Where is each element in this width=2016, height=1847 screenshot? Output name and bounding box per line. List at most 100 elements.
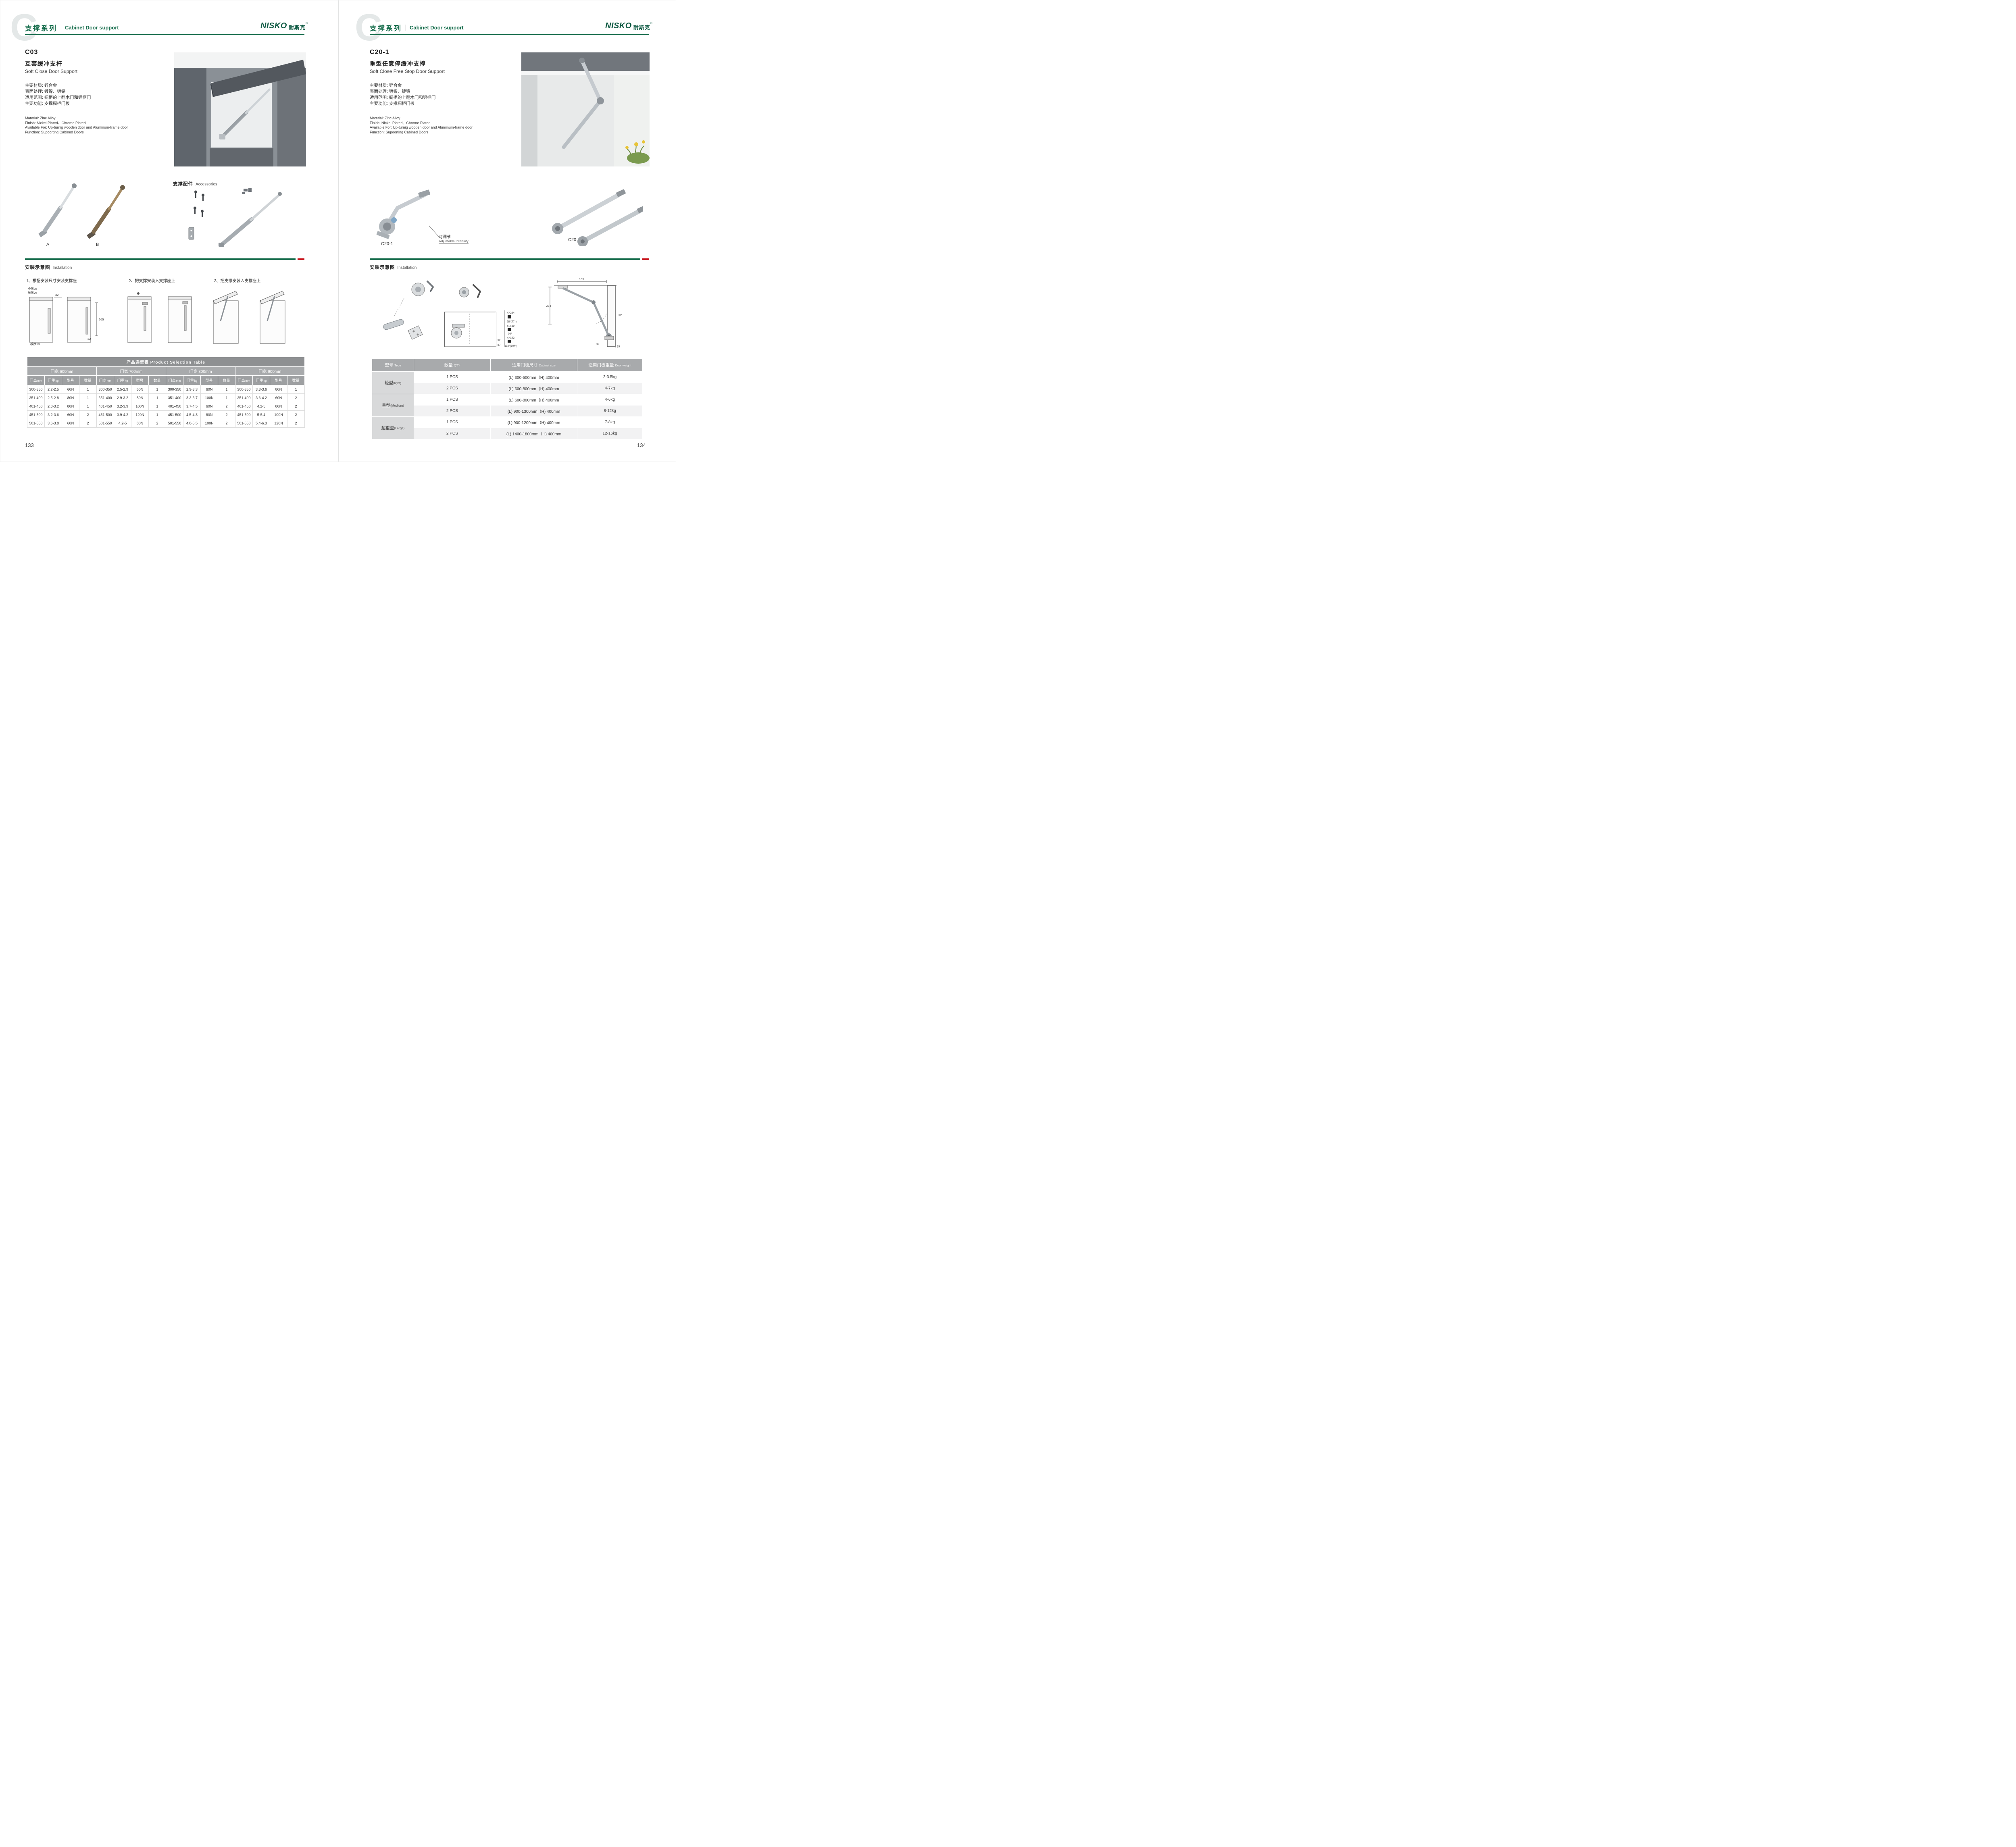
catalog-spread: C 支撑系列 Cabinet Door support NISKO 耐斯克 ® … xyxy=(0,0,676,462)
install-diagram-bracket: X=224 75°(77°) X=192 90° X=192 110°(104°… xyxy=(444,310,517,347)
table-cell: 100N xyxy=(200,419,218,428)
table-cell: 401-450 xyxy=(96,402,114,411)
table-cell: 60N xyxy=(200,385,218,394)
table-cell: 2 xyxy=(218,402,235,411)
install-diagram-tool xyxy=(459,284,481,298)
install-step-2: 2、把支撑安装入支撑座上 xyxy=(129,279,175,283)
table-cell: 4.2-5 xyxy=(114,419,131,428)
table-cell: 2 PCS xyxy=(414,405,491,417)
table-cell: 1 xyxy=(148,402,166,411)
spec-line: 主要功能: 支撑橱柜门板 xyxy=(25,101,70,106)
column-header: 门重kg xyxy=(44,375,62,385)
dim-label: 32 xyxy=(498,339,501,342)
install-diagram-2 xyxy=(127,292,192,343)
dim-label: X=192 xyxy=(507,325,514,328)
installation-title: 安装示意图 Installation xyxy=(25,264,72,270)
table-cell: 7-8kg xyxy=(577,416,643,428)
table-cell: 2 xyxy=(218,419,235,428)
installation-title-en: Installation xyxy=(52,266,72,270)
column-header: 门高mm xyxy=(235,375,253,385)
product-title-cn: 重型任意停缓冲支撑 xyxy=(370,60,426,67)
product-code: C20-1 xyxy=(370,49,389,56)
installation-title-cn: 安装示意图 xyxy=(370,265,395,270)
column-header: 型号 xyxy=(131,375,149,385)
product-code: C03 xyxy=(25,49,38,56)
spec-line: 表面处理: 镀镍、镀铬 xyxy=(370,89,410,94)
group-header: 门宽 600mm xyxy=(27,366,97,376)
table-cell: 4.5-4.8 xyxy=(183,410,201,419)
column-header: 门高mm xyxy=(166,375,183,385)
c20-illustration xyxy=(552,189,643,246)
table-cell: 1 xyxy=(148,410,166,419)
page-header: 支撑系列 Cabinet Door support xyxy=(370,23,464,33)
install-diagram-3 xyxy=(213,291,285,344)
table-cell: 351-400 xyxy=(96,393,114,402)
spec-line: Finish: Nickel Plated、Chrome Plated xyxy=(370,121,431,125)
table-cell: (L) 1400-1800mm（H) 400mm xyxy=(490,428,577,439)
table-cell: 2 xyxy=(148,419,166,428)
table-cell: 2.5-2.8 xyxy=(44,393,62,402)
specs-cn: 主要材质: 锌合金表面处理: 镀镍、镀铬适用范围: 橱柜的上翻木门和铝框门主要功… xyxy=(370,83,507,107)
table-cell: 351-400 xyxy=(27,393,45,402)
c20-1-illustration xyxy=(376,189,430,239)
spec-line: Material: Zinc Alloy xyxy=(25,116,56,120)
table-cell: 2 xyxy=(79,410,97,419)
table-cell: 2.5-2.9 xyxy=(114,385,131,394)
dim-label: 37 xyxy=(498,344,501,347)
series-title-cn: 支撑系列 xyxy=(370,25,402,32)
table-cell: 1 xyxy=(79,402,97,411)
table-cell: 2.2-2.5 xyxy=(44,385,62,394)
table-cell: 2.8-3.2 xyxy=(44,402,62,411)
product-photo-c20-1 xyxy=(521,52,650,166)
table-cell: 100N xyxy=(200,393,218,402)
column-header: 数量 xyxy=(218,375,235,385)
table-cell: 5-5.4 xyxy=(252,410,270,419)
table-cell: 451-500 xyxy=(235,410,253,419)
page-134: C 支撑系列 Cabinet Door support NISKO 耐斯克 ® … xyxy=(339,0,676,462)
column-header: 门重kg xyxy=(114,375,131,385)
registered-mark: ® xyxy=(650,22,653,25)
table-cell: 3.3-3.7 xyxy=(183,393,201,402)
column-header: 型号 xyxy=(62,375,79,385)
table-cell: 2 xyxy=(287,393,305,402)
dim-label: X=192 xyxy=(507,337,514,339)
table-cell: (L) 900-1200mm（H) 400mm xyxy=(490,416,577,428)
table-cell: 451-500 xyxy=(27,410,45,419)
table-cell: 80N xyxy=(131,419,149,428)
watermark-letter-c: C xyxy=(355,6,382,48)
table-cell: 2.9-3.3 xyxy=(183,385,201,394)
table-cell: 5.4-6.3 xyxy=(252,419,270,428)
table-cell: 3.2-3.6 xyxy=(44,410,62,419)
product-title-cn: 互套缓冲支杆 xyxy=(25,60,62,67)
column-header: 门重kg xyxy=(183,375,201,385)
brand-logo-text: NISKO xyxy=(260,21,287,30)
table-cell: 2 xyxy=(218,410,235,419)
install-step-3: 3、把支撑安装入支撑座上 xyxy=(214,279,261,283)
column-header: 门高mm xyxy=(27,375,45,385)
table-cell: 300-350 xyxy=(27,385,45,394)
table-cell: 351-400 xyxy=(166,393,183,402)
table-cell: (L) 900-1300mm（H) 400mm xyxy=(490,405,577,417)
table-cell: 401-450 xyxy=(27,402,45,411)
table-cell: 120N xyxy=(131,410,149,419)
table-cell: 60N xyxy=(62,410,79,419)
table-cell: 80N xyxy=(62,402,79,411)
table-cell: 1 xyxy=(148,385,166,394)
product-photo-c03 xyxy=(174,52,306,166)
dim-label: 32 xyxy=(596,342,599,346)
table-cell: 3.3-3.6 xyxy=(252,385,270,394)
watermark-letter-c: C xyxy=(10,6,37,48)
dim-label: 32 xyxy=(55,293,58,297)
table-cell: 60N xyxy=(62,419,79,428)
table-cell: 80N xyxy=(270,385,287,394)
type-cell: 超重型(Large) xyxy=(372,416,414,439)
type-cell: 轻型(light) xyxy=(372,371,414,394)
table-cell: 4.2-5 xyxy=(252,402,270,411)
table-cell: 1 PCS xyxy=(414,416,491,428)
dim-label: 90° xyxy=(508,332,512,335)
